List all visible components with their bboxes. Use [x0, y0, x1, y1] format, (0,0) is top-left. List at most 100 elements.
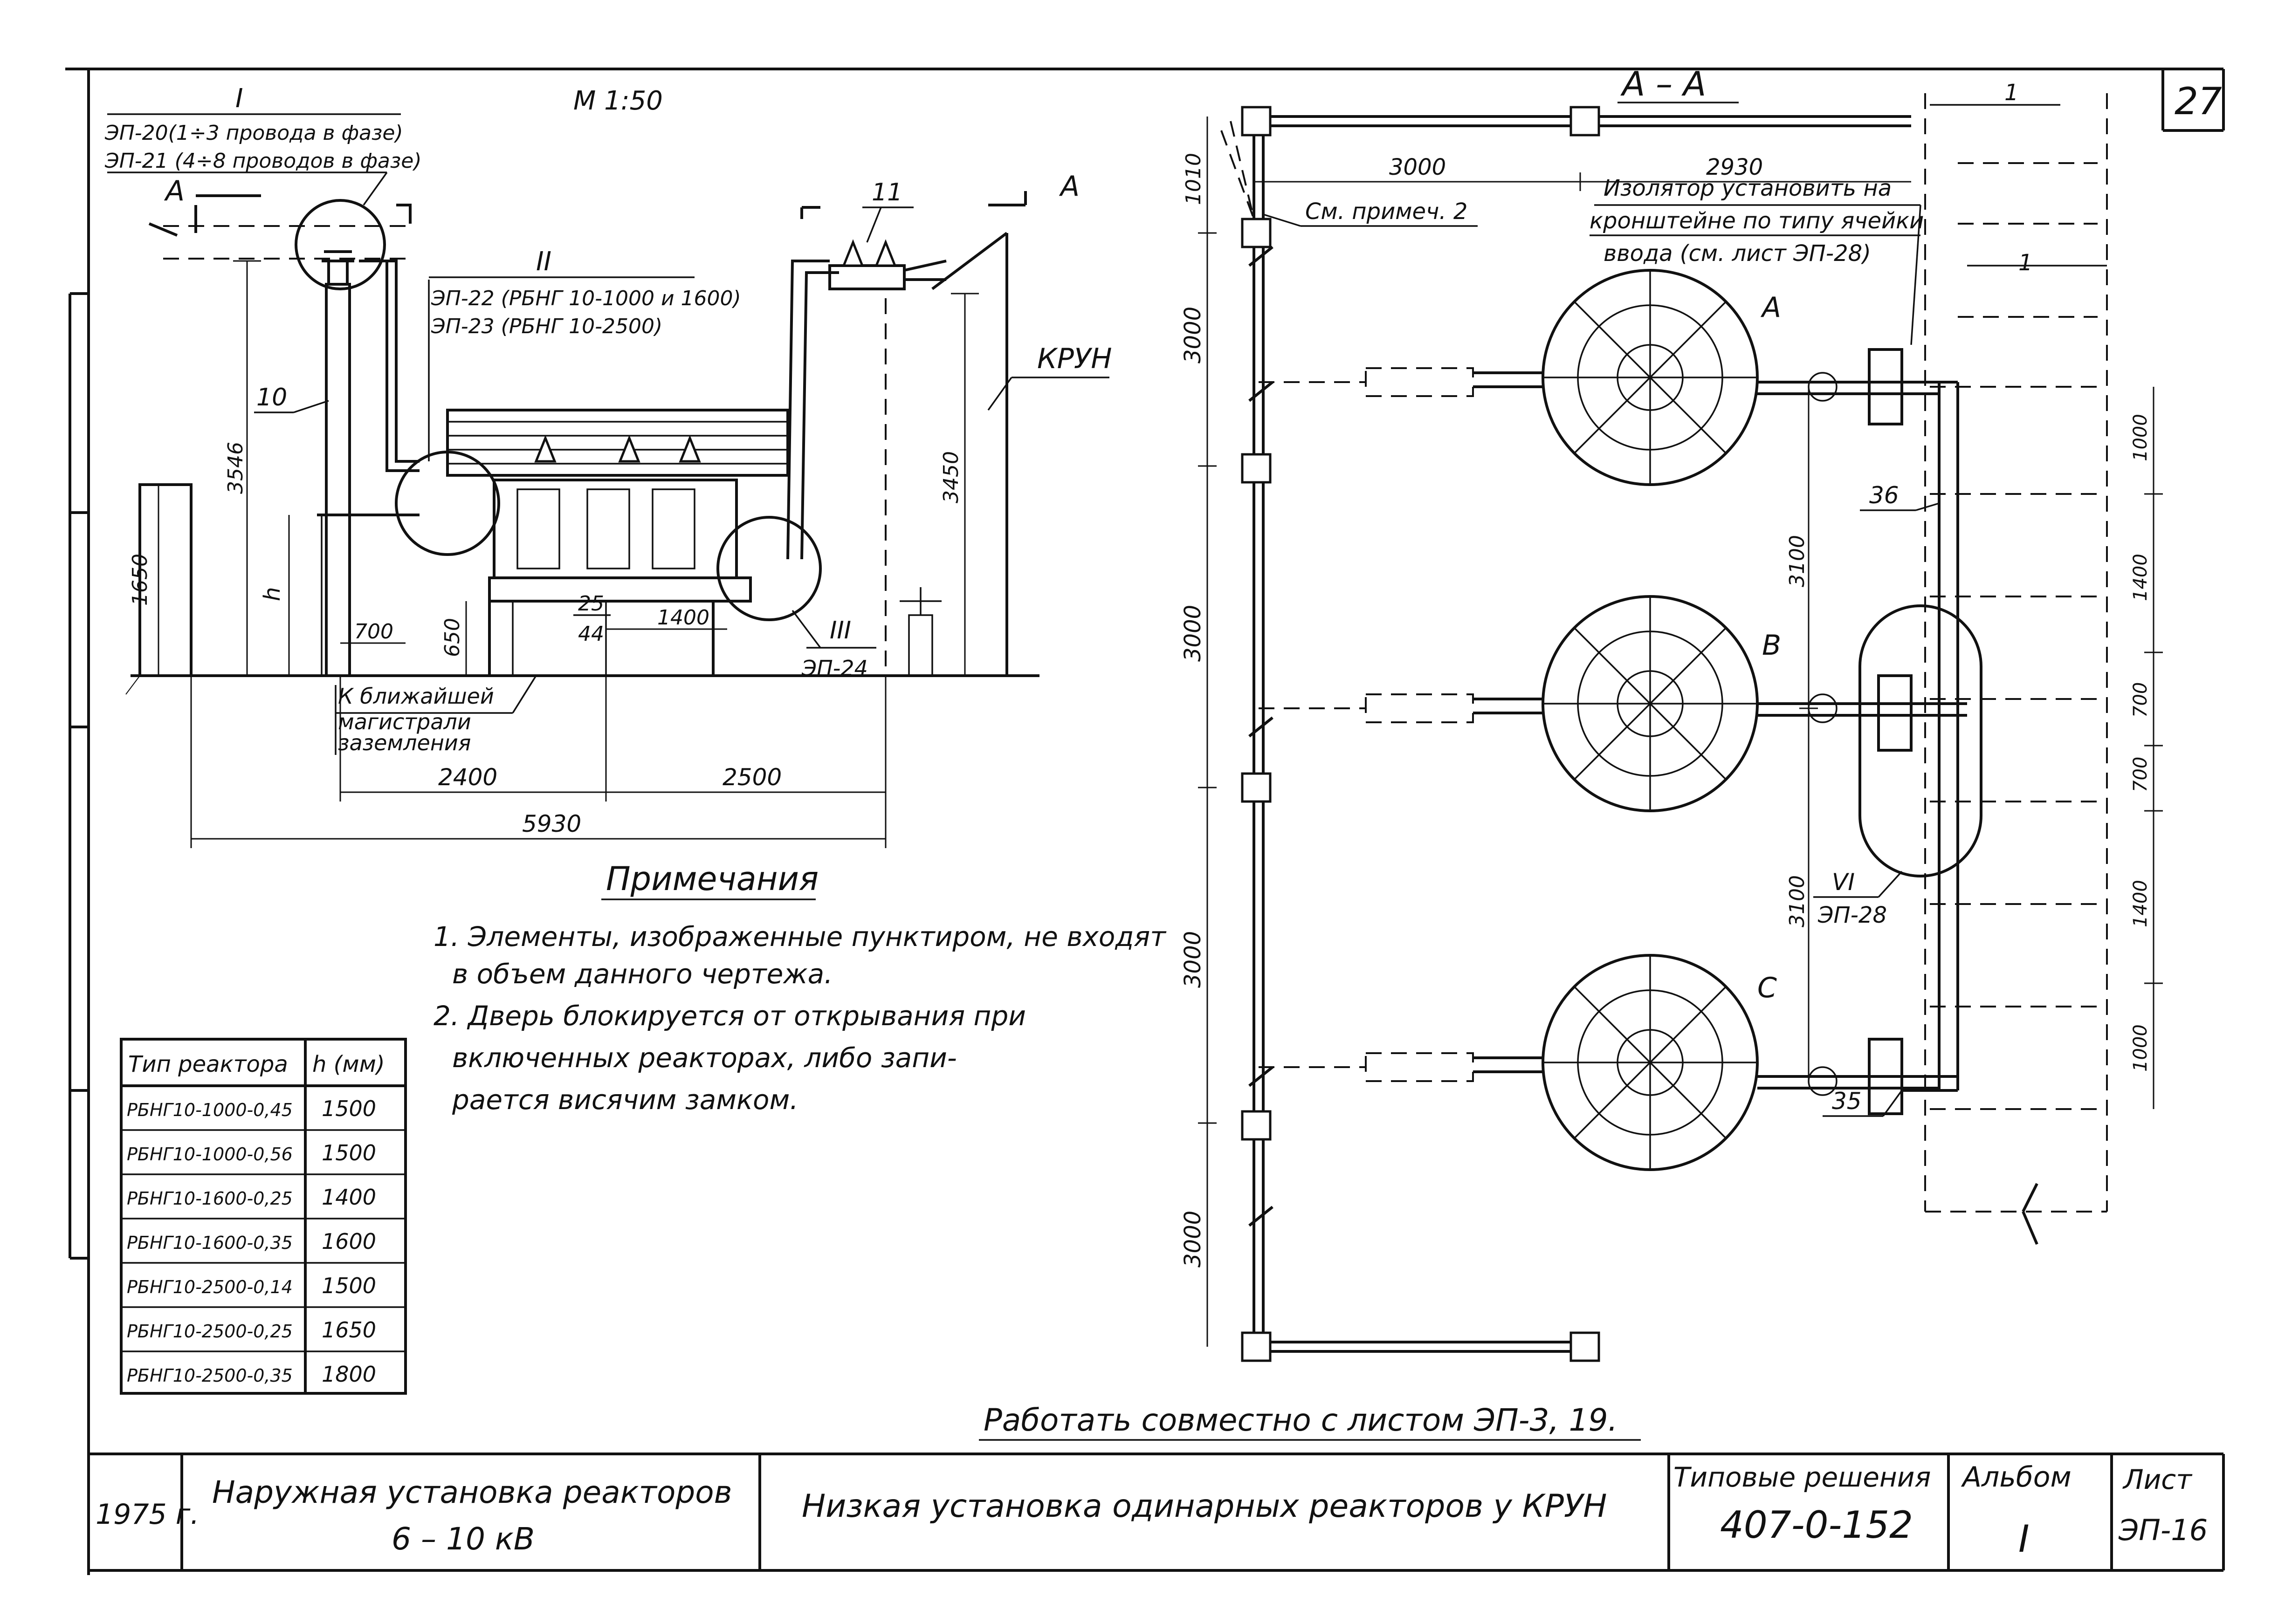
node-II-ref-1: ЭП-22 (РБНГ 10-1000 и 1600): [431, 287, 741, 310]
dim-700-b: 700: [2130, 757, 2151, 792]
table-cell-h: 1650: [322, 1317, 376, 1343]
pos-25: 25: [578, 592, 604, 616]
krun-label: КРУН: [1037, 343, 1112, 375]
plan-view: А – А: [1180, 64, 2163, 1362]
table-cell-h: 1800: [322, 1362, 376, 1387]
table-header-type: Тип реактора: [128, 1051, 288, 1077]
ground-note-3: заземления: [338, 730, 471, 755]
table-cell-type: РБНГ10-1000-0,56: [127, 1144, 293, 1165]
phase-b-label: В: [1762, 629, 1781, 662]
table-cell-type: РБНГ10-2500-0,35: [127, 1365, 293, 1386]
node-III-circle: [716, 516, 822, 621]
dim-2400: 2400: [438, 764, 497, 791]
scale-label: М 1:50: [573, 86, 663, 116]
section-title: А – А: [1620, 64, 1706, 103]
ground-note-1: К ближайшей: [338, 684, 494, 709]
notes-block: Примечания 1. Элементы, изображенные пун…: [434, 860, 1167, 1116]
table-header-h: h (мм): [312, 1051, 385, 1077]
note-ref: См. примеч. 2: [1305, 199, 1467, 225]
dim-3000-d: 3000: [1180, 1211, 1206, 1268]
vertical-dimensions: 1650 3546 h 650 3450: [128, 260, 979, 676]
insulator-note-3: ввода (см. лист ЭП-28): [1604, 240, 1871, 267]
dim-1400-b: 1400: [2130, 880, 2151, 927]
elevation-view: А: [104, 83, 1112, 848]
dim-3000-b: 3000: [1180, 605, 1206, 662]
pos-1-top: 1: [2004, 80, 2019, 106]
dim-5930: 5930: [522, 810, 581, 837]
table-cell-h: 1400: [322, 1185, 376, 1210]
note-line-1: 1. Элементы, изображенные пунктиром, не …: [434, 921, 1167, 952]
plan-dimensions: 1010 3000 3000 3000 3000 3000 2930 3100 …: [1180, 116, 2163, 1347]
node-II-circle: [395, 451, 500, 556]
left-connections: [1259, 367, 1543, 1082]
pos-10: 10: [256, 384, 287, 411]
section-mark-left: А: [164, 175, 185, 207]
dim-1000-a: 1000: [2130, 414, 2151, 461]
note-line-5: рается висячим замком.: [452, 1084, 798, 1116]
title-album-label: Альбом: [1961, 1461, 2072, 1494]
dim-1400-a: 1400: [2130, 554, 2151, 601]
work-with-note: Работать совместно с листом ЭП-3, 19.: [984, 1402, 1617, 1438]
table-cell-h: 1600: [322, 1229, 376, 1254]
pos-44: 44: [578, 622, 604, 646]
node-I-ref-2: ЭП-21 (4÷8 проводов в фазе): [104, 149, 422, 173]
note-line-4: включенных реакторах, либо запи-: [452, 1042, 957, 1074]
sheet-frame: [65, 68, 2225, 1575]
table-cell-h: 1500: [322, 1273, 376, 1298]
reactor-phase-a: [1542, 269, 1759, 486]
dim-700-a: 700: [2130, 682, 2151, 718]
pos-1-mid: 1: [2018, 250, 2033, 276]
title-block: 1975 г. Наружная установка реакторов 6 –…: [89, 1453, 2225, 1572]
node-I-label: I: [235, 83, 243, 114]
reactor-block: [446, 409, 789, 677]
dim-3000-top: 3000: [1389, 154, 1446, 180]
node-II-label: II: [536, 247, 551, 277]
notes-title: Примечания: [606, 860, 819, 898]
dim-3000-c: 3000: [1180, 931, 1206, 988]
door-lock: [900, 587, 942, 677]
dim-1010: 1010: [1182, 153, 1205, 205]
table-cell-type: РБНГ10-2500-0,14: [127, 1277, 293, 1297]
title-sheet-label: Лист: [2122, 1464, 2193, 1495]
dim-2930: 2930: [1706, 154, 1763, 180]
dim-3100-a: 3100: [1785, 535, 1809, 587]
title-album-number: I: [2018, 1517, 2030, 1561]
node-III-ref: ЭП-24: [801, 656, 868, 681]
table-cell-type: РБНГ10-1600-0,25: [127, 1188, 293, 1209]
column-insulator: [322, 250, 354, 286]
reactor-phase-b: [1542, 595, 1759, 812]
dim-1400: 1400: [657, 606, 709, 630]
node-II-ref-2: ЭП-23 (РБНГ 10-2500): [431, 315, 662, 338]
reactor-phase-c: [1542, 954, 1759, 1171]
horizontal-dimensions: 700 1400 2400 2500 5930: [190, 606, 887, 848]
table-cell-type: РБНГ10-1600-0,35: [127, 1233, 293, 1253]
node-VI-ref: ЭП-28: [1817, 902, 1887, 928]
pos-36: 36: [1869, 482, 1899, 509]
section-mark-right: А: [1059, 170, 1080, 203]
dim-1000-b: 1000: [2130, 1024, 2151, 1072]
table-cell-h: 1500: [322, 1096, 376, 1121]
dim-3000-a: 3000: [1180, 307, 1206, 363]
dim-3100-b: 3100: [1785, 875, 1809, 927]
note-line-3: 2. Дверь блокируется от открывания при: [434, 1000, 1026, 1032]
node-VI-label: VI: [1832, 869, 1855, 896]
node-III-label: III: [830, 617, 851, 644]
reactor-table: Тип реактора h (мм) РБНГ10-1000-0,45 150…: [120, 1038, 407, 1395]
node-I-ref-1: ЭП-20(1÷3 провода в фазе): [104, 121, 403, 145]
table-cell-type: РБНГ10-1000-0,45: [127, 1100, 293, 1120]
right-connections: [1757, 348, 1967, 1115]
dim-3546: 3546: [224, 442, 248, 494]
title-year: 1975 г.: [96, 1498, 199, 1531]
dim-3450: 3450: [939, 451, 963, 503]
table-cell-h: 1500: [322, 1140, 376, 1165]
phase-a-label: А: [1760, 291, 1781, 324]
title-drawing: Низкая установка одинарных реакторов у К…: [802, 1488, 1607, 1525]
table-cell-type: РБНГ10-2500-0,25: [127, 1321, 293, 1342]
dim-700: 700: [354, 620, 393, 644]
support-column: [325, 283, 351, 677]
krun-insulators: [828, 239, 947, 290]
node-I-circle: [295, 199, 386, 290]
dim-650: 650: [440, 618, 464, 657]
node-VI-oval: [1858, 604, 1982, 877]
